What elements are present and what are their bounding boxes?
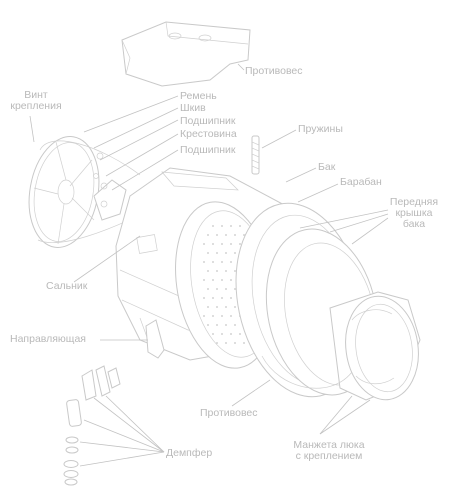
drum-hole: [230, 315, 232, 317]
drum-hole: [221, 243, 223, 245]
drum-hole: [203, 261, 205, 263]
drum-hole: [221, 315, 223, 317]
drum-hole: [207, 306, 209, 308]
drum-hole: [225, 324, 227, 326]
label-mounting-bolt-line1: Винт: [24, 89, 48, 101]
damper-part: [63, 365, 121, 486]
drum-hole: [212, 333, 214, 335]
guide-part: [145, 319, 165, 359]
label-drum: Барабан: [340, 176, 382, 188]
label-springs: Пружины: [298, 123, 343, 135]
drum-hole: [207, 324, 209, 326]
drum-hole: [230, 261, 232, 263]
drum-hole: [234, 306, 236, 308]
pulley-part: [28, 136, 100, 248]
door-cuff-part: [329, 291, 421, 401]
label-damper: Демпфер: [166, 447, 213, 459]
drum-hole: [216, 234, 218, 236]
drum-hole: [203, 315, 205, 317]
drum-hole: [230, 243, 232, 245]
label-counterweight-top: Противовес: [245, 65, 303, 77]
drum-hole: [230, 225, 232, 227]
label-bearings: Подшипник: [180, 115, 236, 127]
counterweight-top-part: [121, 21, 251, 87]
drum-hole: [243, 234, 245, 236]
label-pulley: Шкив: [180, 102, 206, 114]
label-door-cuff-line1: Манжета люка: [293, 439, 365, 451]
drum-hole: [207, 288, 209, 290]
label-seal: Сальник: [46, 280, 88, 292]
drum-hole: [203, 297, 205, 299]
drum-hole: [212, 297, 214, 299]
drum-hole: [216, 252, 218, 254]
drum-hole: [221, 333, 223, 335]
drum-hole: [216, 306, 218, 308]
drum-hole: [230, 297, 232, 299]
label-front-cover-line2: крышка: [395, 207, 433, 220]
drum-hole: [225, 342, 227, 344]
drum-hole: [239, 333, 241, 335]
label-mounting-bolt: Винт крепления: [6, 89, 66, 113]
drum-hole: [212, 315, 214, 317]
drum-hole: [234, 288, 236, 290]
drum-perforation: [203, 225, 254, 344]
drum-hole: [221, 279, 223, 281]
drum-hole: [221, 297, 223, 299]
label-bearing-second: Подшипник: [180, 144, 236, 156]
drum-hole: [207, 252, 209, 254]
label-front-cover-line3: бака: [402, 218, 426, 231]
label-counterweight-bottom: Противовес: [200, 407, 258, 419]
drum-hole: [243, 342, 245, 344]
drum-hole: [225, 252, 227, 254]
drum-hole: [207, 234, 209, 236]
leader-lines: [29, 63, 389, 467]
label-door-cuff: Манжета люка с креплением: [282, 439, 376, 463]
drum-hole: [212, 279, 214, 281]
drum-hole: [239, 243, 241, 245]
drum-hole: [230, 333, 232, 335]
drum-hole: [234, 342, 236, 344]
label-guide: Направляющая: [10, 333, 86, 345]
drum-hole: [239, 225, 241, 227]
drum-hole: [234, 234, 236, 236]
drum-hole: [212, 225, 214, 227]
drum-hole: [203, 243, 205, 245]
drum-hole: [234, 252, 236, 254]
label-front-cover-line1: Передняя: [389, 196, 439, 208]
counterweight-bottom-part: [261, 355, 353, 389]
drum-hole: [216, 324, 218, 326]
label-front-cover: Передняя крышка бака: [384, 196, 444, 231]
drum-hole: [221, 261, 223, 263]
drum-hole: [225, 234, 227, 236]
drum-hole: [234, 270, 236, 272]
drum-hole: [212, 243, 214, 245]
label-mounting-bolt-line2: крепления: [10, 100, 62, 113]
drum-hole: [225, 270, 227, 272]
label-cross-bracket: Крестовина: [180, 128, 237, 140]
label-belt: Ремень: [180, 90, 217, 102]
drum-hole: [225, 288, 227, 290]
drum-hole: [203, 279, 205, 281]
label-tank: Бак: [318, 161, 336, 173]
drum-hole: [221, 225, 223, 227]
drum-hole: [216, 342, 218, 344]
drum-hole: [234, 324, 236, 326]
drum-hole: [230, 279, 232, 281]
drum-hole: [216, 288, 218, 290]
label-door-cuff-line2: с креплением: [295, 450, 363, 463]
drum-hole: [216, 270, 218, 272]
drum-hole: [207, 270, 209, 272]
drum-hole: [212, 261, 214, 263]
cross-bracket-part: [93, 152, 127, 221]
drum-hole: [225, 306, 227, 308]
